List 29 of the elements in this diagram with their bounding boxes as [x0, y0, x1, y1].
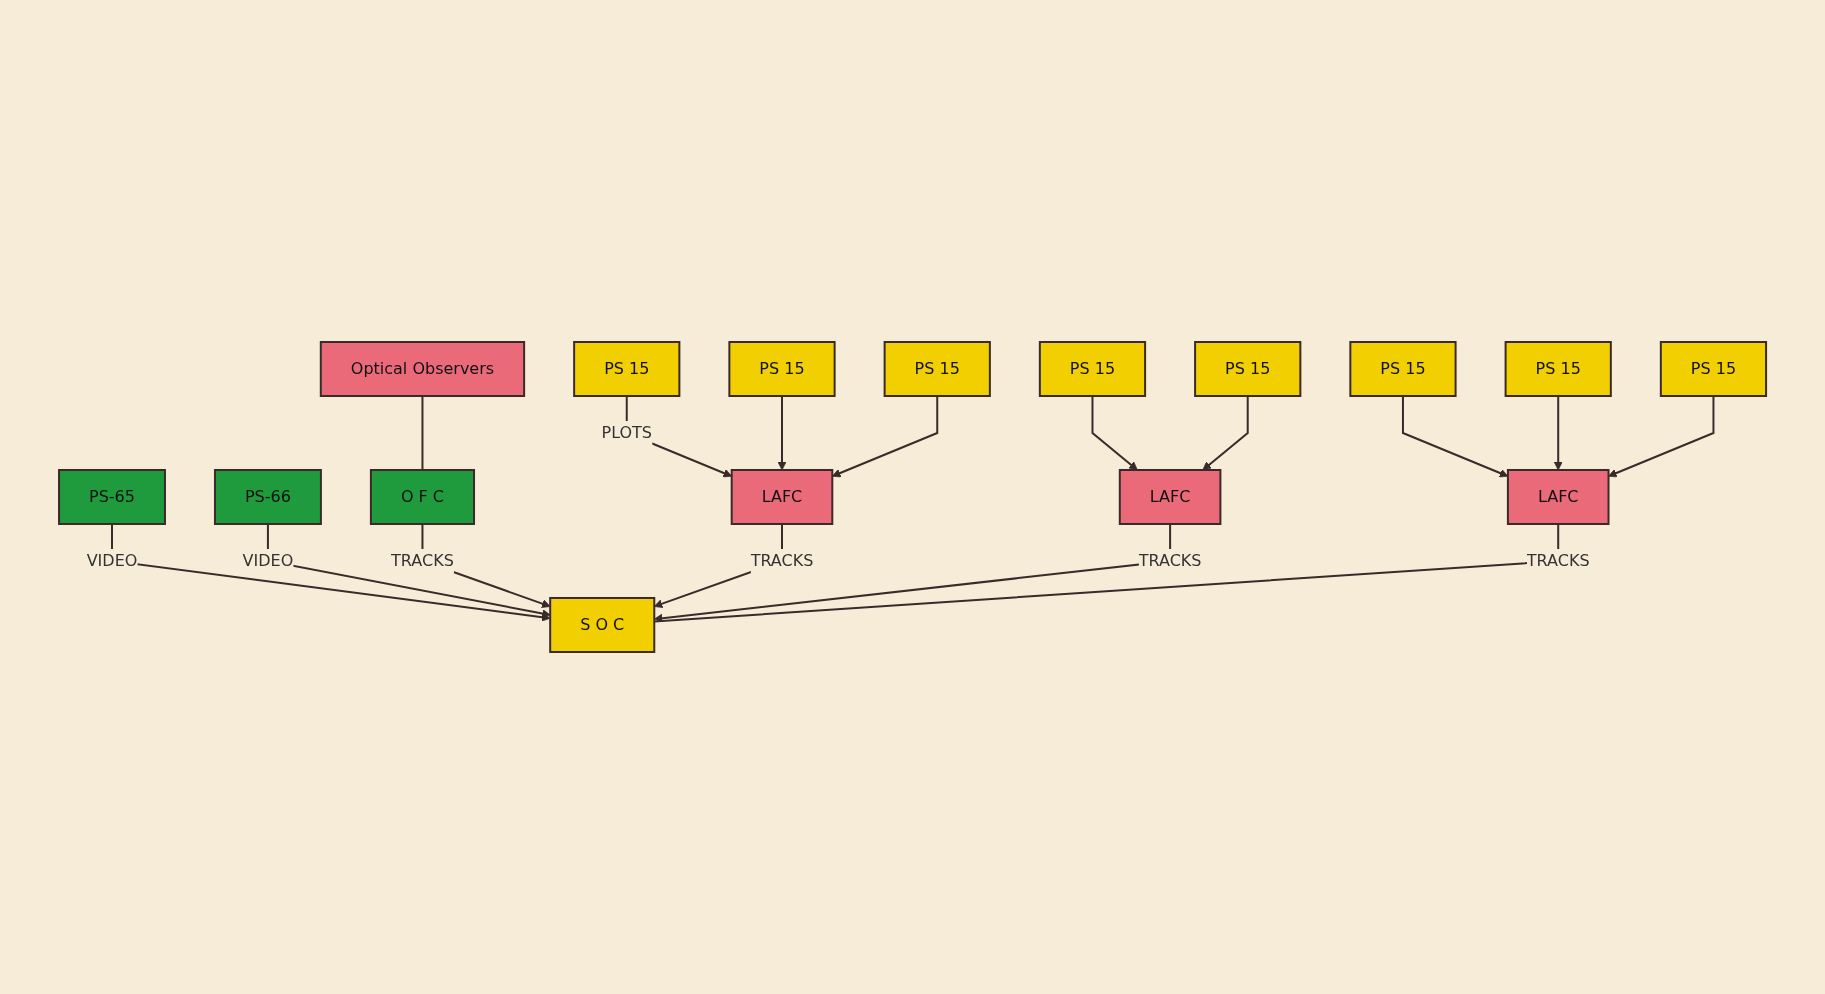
node-box: S O C [549, 597, 656, 653]
node-box: LAFC [730, 469, 834, 525]
edge-label: PLOTS [601, 423, 652, 442]
node-box: PS 15 [573, 341, 681, 397]
arrow [1202, 395, 1249, 471]
node-box: PS 15 [1038, 341, 1147, 397]
node-box: PS 15 [1194, 341, 1302, 397]
edge-label: TRACKS [391, 550, 454, 570]
node-box: O F C [369, 469, 475, 525]
node-box: PS 15 [1504, 341, 1612, 397]
edge-label: VIDEO [86, 550, 138, 570]
node-box: LAFC [1118, 469, 1222, 525]
arrow [777, 395, 787, 471]
arrow [1091, 395, 1138, 471]
edge-label: VIDEO [242, 550, 294, 570]
node-box: PS 15 [883, 341, 991, 397]
node-box: PS 15 [728, 341, 836, 397]
edge-label: TRACKS [1526, 550, 1590, 570]
node-box: PS 15 [1659, 341, 1767, 397]
node-box: PS-66 [213, 469, 322, 525]
edge-label: TRACKS [750, 550, 814, 570]
edge-label: TRACKS [1138, 550, 1202, 570]
arrow [1608, 395, 1715, 478]
node-box: PS 15 [1349, 341, 1457, 397]
node-box: LAFC [1506, 469, 1610, 525]
node-box: Optical Observers [319, 341, 526, 397]
node-box: PS-65 [57, 469, 166, 525]
arrow [1553, 395, 1563, 471]
connector [421, 395, 424, 471]
